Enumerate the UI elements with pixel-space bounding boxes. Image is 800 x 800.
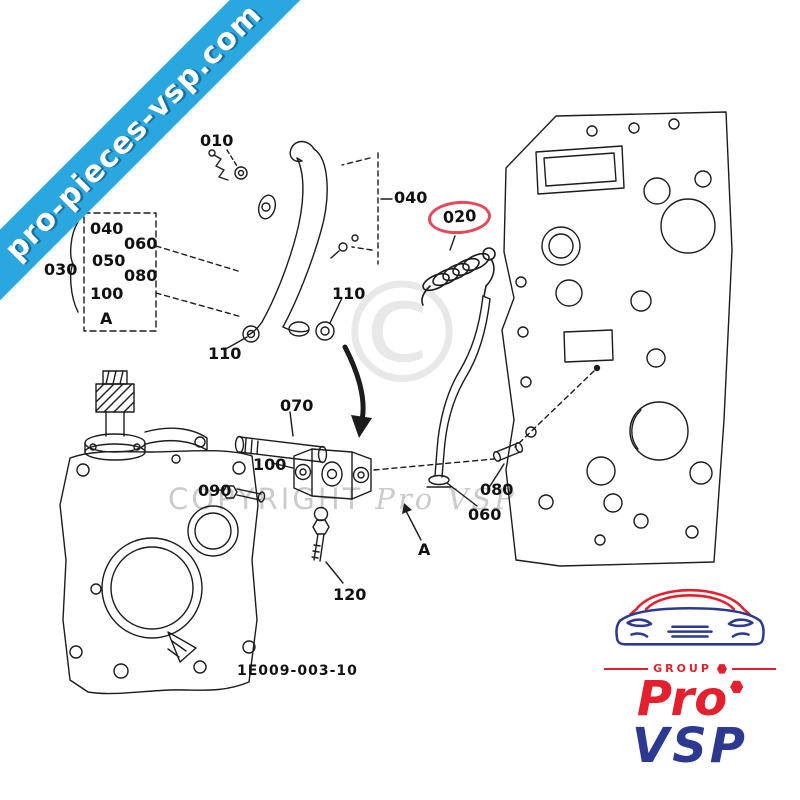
part-label-110-left: 110 xyxy=(208,344,242,363)
thermostat-outlet xyxy=(84,370,208,461)
fork-holder-100 xyxy=(293,448,372,500)
part-label-120: 120 xyxy=(333,585,367,604)
logo-brand-pro-text: Pro xyxy=(636,671,728,728)
logo-group-row: GROUP xyxy=(604,662,777,676)
part-label-070: 070 xyxy=(280,396,314,415)
part-label-box-100: 100 xyxy=(90,284,124,303)
engine-block xyxy=(501,111,733,567)
group-line-right xyxy=(731,667,777,670)
gear-case xyxy=(59,449,259,695)
part-label-100: 100 xyxy=(253,455,287,474)
car-sketch-icon xyxy=(615,589,765,646)
part-label-110-top: 110 xyxy=(332,284,366,303)
part-label-030: 030 xyxy=(44,260,78,279)
pin-080 xyxy=(492,442,524,462)
part-label-box-080: 080 xyxy=(124,266,158,285)
bolt-120 xyxy=(311,506,330,562)
hexagon-nut-icon xyxy=(730,680,744,693)
part-label-box-050: 050 xyxy=(92,251,126,270)
adjust-screw-spring-010 xyxy=(208,149,248,181)
fork-lever-assembly xyxy=(242,140,335,343)
part-label-080-right: 080 xyxy=(480,480,514,499)
logo-group-label: GROUP xyxy=(653,662,712,676)
copyright-symbol-watermark: © xyxy=(332,253,472,416)
governor-rod-060 xyxy=(426,295,491,488)
part-label-060: 060 xyxy=(468,505,502,524)
part-label-010: 010 xyxy=(200,131,234,150)
governor-spring-020 xyxy=(421,247,496,306)
part-label-a: A xyxy=(418,540,431,559)
part-label-box-a: A xyxy=(100,309,113,328)
part-label-box-040: 040 xyxy=(90,219,124,238)
leader-lines xyxy=(70,149,595,584)
hexagon-icon xyxy=(716,664,727,674)
group-line-left xyxy=(604,667,649,670)
logo-brand-pro: Pro xyxy=(604,675,776,723)
logo-brand-vsp: VSP xyxy=(632,717,748,774)
part-label-040-right: 040 xyxy=(394,188,428,207)
part-label-020: 020 xyxy=(442,205,477,228)
part-label-090: 090 xyxy=(198,481,232,500)
provsp-logo: GROUP Pro VSP xyxy=(604,578,777,774)
direction-arrow xyxy=(342,344,372,438)
diagram-reference-number: 1E009-003-10 xyxy=(237,663,358,679)
part-label-box-060: 060 xyxy=(124,234,158,253)
